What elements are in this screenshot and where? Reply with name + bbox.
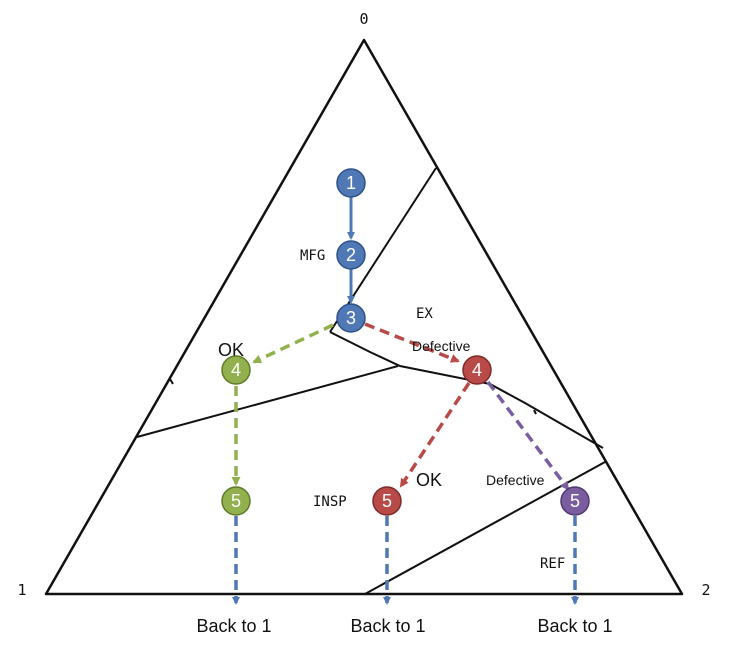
node-5-red-label: 5 (382, 491, 392, 511)
node-1: 1 (336, 168, 366, 198)
region-label-mfg: MFG (300, 248, 325, 264)
path-label-defective-purple: Defective (486, 472, 545, 488)
region-boundaries (136, 167, 606, 595)
node-4-green-label: 4 (231, 360, 241, 380)
node-5-green-label: 5 (231, 491, 241, 511)
arrow-3-to-4-ok (252, 323, 334, 364)
arrow-4-to-5-purple-defective (486, 380, 570, 491)
node-1-label: 1 (346, 173, 356, 193)
node-4-red-label: 4 (472, 360, 482, 380)
path-label-ok-green: OK (218, 340, 244, 360)
node-3: 3 (336, 303, 366, 333)
arrow-3-to-4-defective (364, 322, 460, 363)
path-label-ok-red: OK (416, 470, 442, 490)
tick-left (169, 378, 174, 385)
corner-label-right: 2 (701, 581, 710, 599)
node-3-label: 3 (346, 308, 356, 328)
node-5-green: 5 (221, 486, 251, 516)
boundary-left-lower (136, 365, 399, 438)
region-label-insp: INSP (313, 494, 347, 510)
back-label-right: Back to 1 (537, 616, 612, 636)
node-4-green: 4 (221, 355, 251, 385)
node-5-red: 5 (372, 486, 402, 516)
path-label-defective-red: Defective (412, 338, 471, 354)
back-label-center: Back to 1 (350, 616, 425, 636)
back-label-left: Back to 1 (196, 616, 271, 636)
node-2: 2 (336, 240, 366, 270)
node-5-purple-label: 5 (570, 491, 580, 511)
arrow-4-to-5-red-ok (399, 382, 471, 488)
triangle-outline (44, 38, 684, 596)
boundary-ref (364, 461, 606, 595)
node-2-label: 2 (346, 245, 356, 265)
tick-right (533, 409, 537, 415)
node-5-purple: 5 (560, 486, 590, 516)
node-4-red: 4 (462, 355, 492, 385)
corner-label-left: 1 (17, 581, 26, 599)
region-label-ref: REF (540, 556, 565, 572)
corner-label-top: 0 (359, 10, 368, 28)
boundary-ex-ok-upper (329, 331, 604, 449)
region-label-ex: EX (416, 306, 433, 322)
